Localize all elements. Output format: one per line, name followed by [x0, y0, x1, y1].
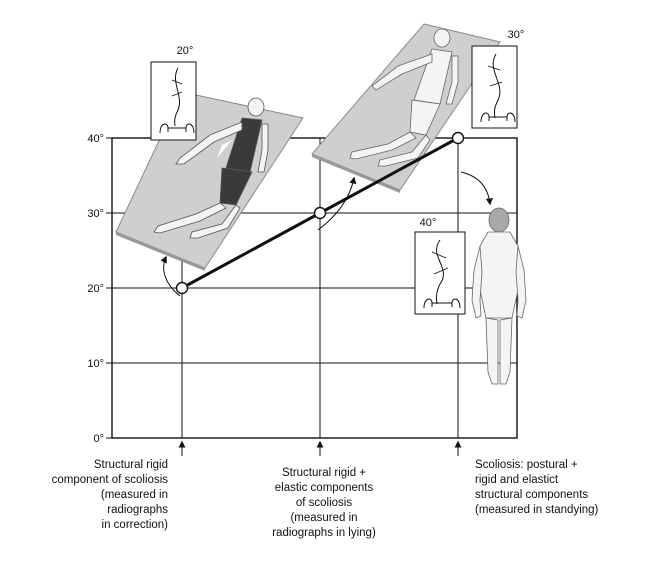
- spine-inset-2: 30°: [471, 29, 525, 129]
- inset-frame: [150, 61, 197, 141]
- data-point: [451, 131, 465, 145]
- inset-angle-label: 30°: [508, 29, 525, 41]
- y-tick-label: 40°: [87, 133, 104, 145]
- patient-figure-nude: [349, 28, 459, 167]
- y-tick-label: 20°: [87, 283, 104, 295]
- caption-arrows: [178, 440, 462, 456]
- spine-curve: [174, 67, 180, 127]
- patient-figure-swimsuit: [153, 97, 269, 239]
- spine-curve: [435, 239, 444, 305]
- pelvis-sketch: [159, 123, 195, 134]
- y-tick-label: 10°: [87, 358, 104, 370]
- lying-board-supine: [311, 23, 501, 193]
- curved-arrow: [460, 171, 493, 206]
- series-line-segment: [319, 136, 459, 215]
- curved-arrow: [160, 255, 181, 297]
- standing-patient-figure: [471, 207, 527, 385]
- y-tick-label: 30°: [87, 208, 104, 220]
- data-point: [313, 206, 327, 220]
- curved-arrow: [317, 176, 357, 231]
- spine-inset-3: 40°: [414, 217, 466, 315]
- point-arrows: [160, 171, 493, 297]
- data-point: [175, 281, 189, 295]
- spine-inset-1: 20°: [150, 45, 197, 141]
- lying-board-correction: [115, 91, 304, 271]
- inset-frame: [414, 231, 466, 315]
- pelvis-sketch: [423, 298, 461, 309]
- y-axis-ticks: 0° 10° 20° 30° 40°: [87, 133, 112, 445]
- y-tick-label: 0°: [93, 433, 104, 445]
- scoliosis-angle-series: [175, 131, 465, 295]
- pelvis-sketch: [480, 112, 516, 123]
- inset-angle-label: 40°: [420, 217, 437, 229]
- inset-angle-label: 20°: [177, 45, 194, 57]
- series-line-segment: [181, 211, 321, 290]
